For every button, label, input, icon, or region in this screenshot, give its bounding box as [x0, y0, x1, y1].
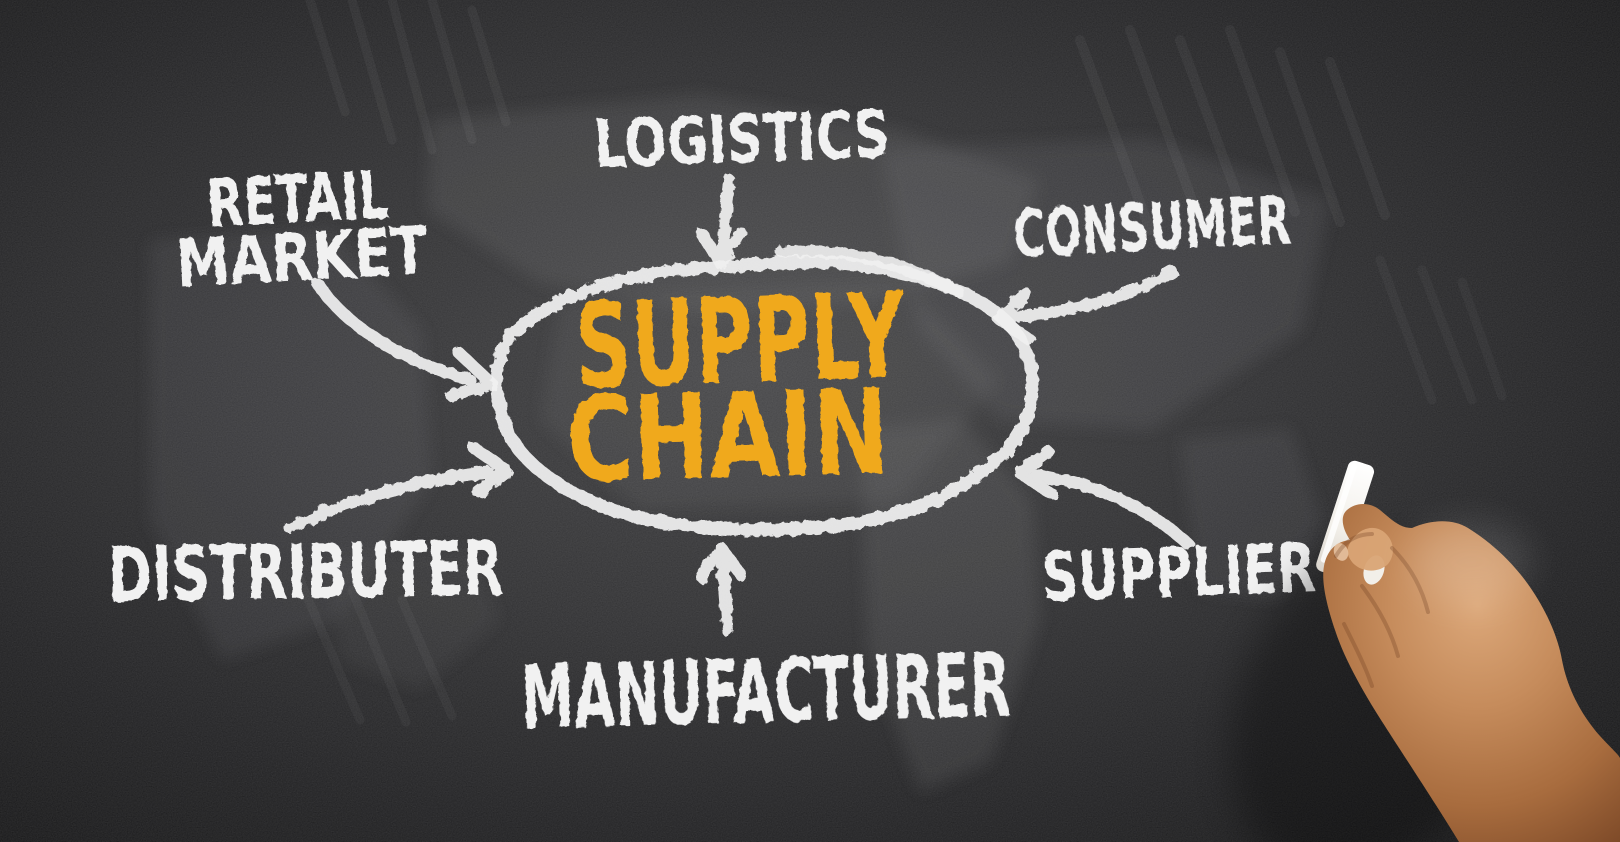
node-label-logistics: LOGISTICS	[593, 96, 892, 183]
node-label-supplier: SUPPLIER	[1041, 529, 1318, 618]
arrow-manufacturer-to-center	[696, 542, 747, 637]
arrow-distributer-to-center	[284, 442, 512, 534]
node-label-consumer: CONSUMER	[1011, 182, 1293, 273]
node-label-retail-line1: RETAIL	[205, 156, 391, 242]
finger-creases	[1334, 532, 1430, 688]
arrow-retail-to-center	[312, 278, 498, 402]
thumb	[1347, 527, 1393, 571]
arrow-consumer-to-center	[992, 266, 1178, 346]
index-fingernail	[1333, 543, 1349, 561]
node-label-retail-line2: MARKET	[174, 212, 430, 302]
node-label-manufacturer: MANUFACTURER	[520, 634, 1013, 750]
center-title-line2: CHAIN	[565, 363, 891, 509]
hand-holding-chalk	[1323, 504, 1620, 842]
center-title-line1: SUPPLY	[573, 266, 909, 415]
knuckle-highlight	[1408, 522, 1532, 602]
ellipse-overshoot-stroke	[776, 245, 964, 298]
arrow-supplier-to-center	[1014, 446, 1194, 550]
arrow-logistics-to-center	[696, 174, 747, 270]
node-label-distributer: DISTRIBUTER	[107, 524, 504, 620]
